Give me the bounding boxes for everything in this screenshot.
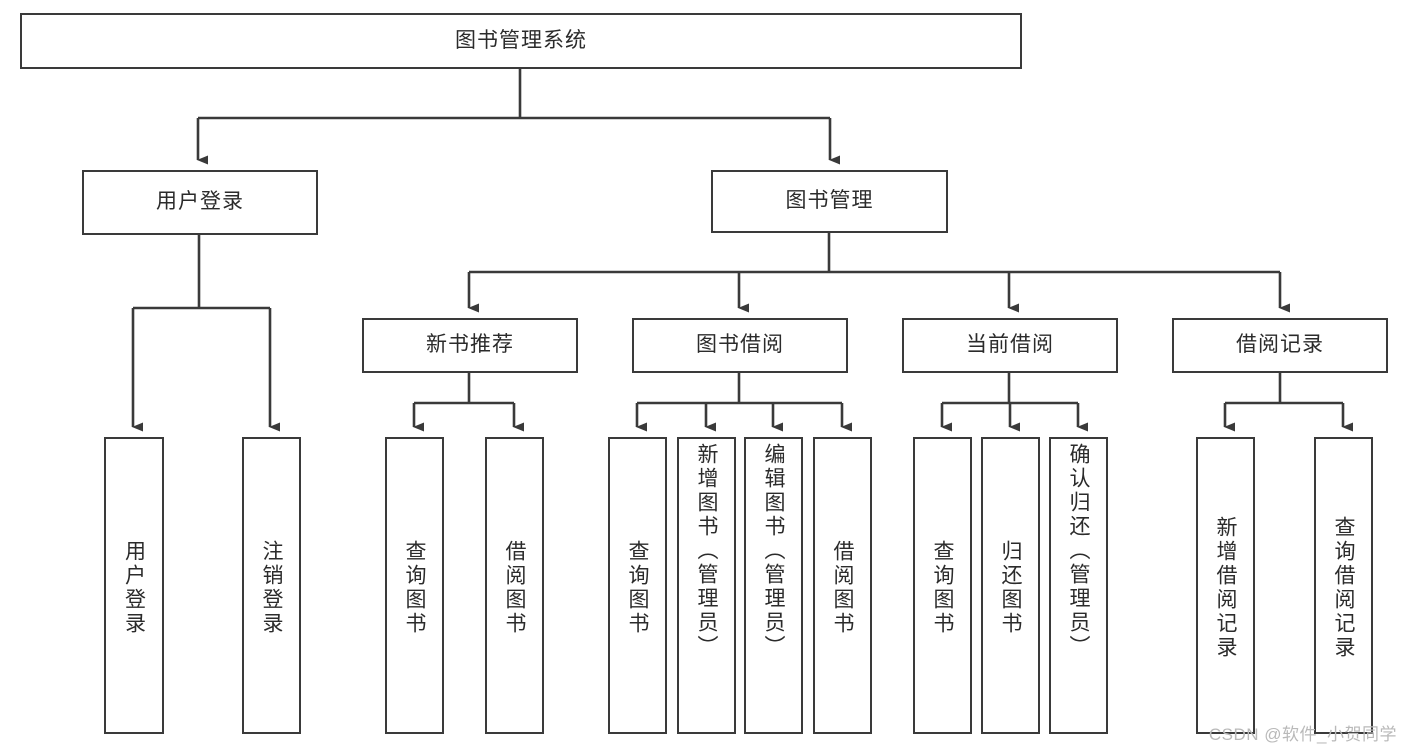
leaf-query-borrow-record-label: 查询借阅记录 bbox=[1332, 515, 1355, 660]
leaf-borrow-book-rec[interactable]: 借阅图书 bbox=[485, 437, 544, 734]
leaf-add-book-admin-label: 新增图书（管理员） bbox=[695, 443, 718, 659]
leaf-borrow-book-borrow[interactable]: 借阅图书 bbox=[813, 437, 872, 734]
leaf-query-book-current[interactable]: 查询图书 bbox=[913, 437, 972, 734]
leaf-query-book-rec[interactable]: 查询图书 bbox=[385, 437, 444, 734]
node-current-borrow[interactable]: 当前借阅 bbox=[902, 318, 1118, 373]
leaf-borrow-book-borrow-label: 借阅图书 bbox=[831, 539, 854, 636]
leaf-borrow-book-rec-label: 借阅图书 bbox=[503, 539, 526, 636]
leaf-user-login[interactable]: 用户登录 bbox=[104, 437, 164, 734]
node-user-login-label: 用户登录 bbox=[156, 190, 244, 214]
node-book-management[interactable]: 图书管理 bbox=[711, 170, 948, 233]
node-borrow-record[interactable]: 借阅记录 bbox=[1172, 318, 1388, 373]
leaf-query-book-borrow[interactable]: 查询图书 bbox=[608, 437, 667, 734]
leaf-edit-book-admin[interactable]: 编辑图书（管理员） bbox=[744, 437, 803, 734]
leaf-logout-label: 注销登录 bbox=[260, 539, 283, 636]
node-current-borrow-label: 当前借阅 bbox=[966, 333, 1054, 357]
leaf-add-book-admin[interactable]: 新增图书（管理员） bbox=[677, 437, 736, 734]
leaf-query-borrow-record[interactable]: 查询借阅记录 bbox=[1314, 437, 1373, 734]
node-new-book-recommend[interactable]: 新书推荐 bbox=[362, 318, 578, 373]
leaf-logout[interactable]: 注销登录 bbox=[242, 437, 301, 734]
node-user-login[interactable]: 用户登录 bbox=[82, 170, 318, 235]
leaf-query-book-current-label: 查询图书 bbox=[931, 539, 954, 636]
leaf-return-book[interactable]: 归还图书 bbox=[981, 437, 1040, 734]
node-book-borrow[interactable]: 图书借阅 bbox=[632, 318, 848, 373]
leaf-return-book-label: 归还图书 bbox=[999, 539, 1022, 636]
node-book-management-label: 图书管理 bbox=[785, 189, 874, 213]
leaf-query-book-rec-label: 查询图书 bbox=[403, 539, 426, 636]
leaf-query-book-borrow-label: 查询图书 bbox=[626, 539, 649, 636]
leaf-user-login-label: 用户登录 bbox=[122, 539, 146, 636]
node-book-borrow-label: 图书借阅 bbox=[696, 333, 784, 357]
node-root-label: 图书管理系统 bbox=[455, 28, 587, 52]
leaf-edit-book-admin-label: 编辑图书（管理员） bbox=[762, 443, 785, 659]
node-root[interactable]: 图书管理系统 bbox=[20, 13, 1022, 69]
node-borrow-record-label: 借阅记录 bbox=[1236, 333, 1324, 357]
leaf-add-borrow-record-label: 新增借阅记录 bbox=[1214, 515, 1237, 660]
node-new-book-recommend-label: 新书推荐 bbox=[426, 333, 514, 357]
leaf-add-borrow-record[interactable]: 新增借阅记录 bbox=[1196, 437, 1255, 734]
leaf-confirm-return-admin[interactable]: 确认归还（管理员） bbox=[1049, 437, 1108, 734]
leaf-confirm-return-admin-label: 确认归还（管理员） bbox=[1067, 443, 1090, 659]
